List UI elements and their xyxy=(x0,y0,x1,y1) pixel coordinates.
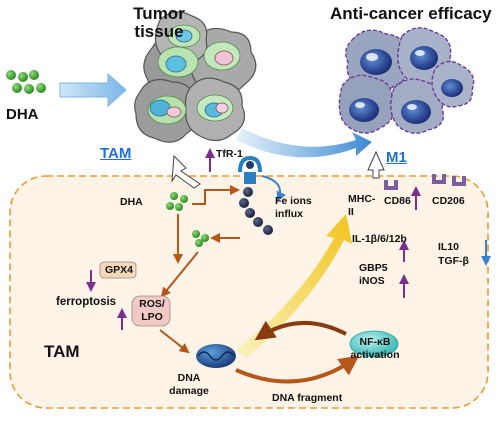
tam-top-label: TAM xyxy=(100,145,132,162)
fe-influx-arrow xyxy=(261,175,286,202)
m1-output-arrow xyxy=(367,150,385,179)
dha-intracellular-icon xyxy=(166,192,209,247)
dha-label: DHA xyxy=(6,106,39,123)
tumor-tissue-cells-icon xyxy=(134,11,257,143)
ros-lpo-label: ROS/LPO xyxy=(139,298,165,323)
ros-lpo-box xyxy=(131,295,171,327)
tumor-tissue-label: Tumor tissue xyxy=(133,4,185,41)
dha-to-tumor-arrow xyxy=(59,72,127,108)
dna-fragment-label: DNA fragment xyxy=(272,392,343,404)
cd86-receptor-icon xyxy=(384,174,446,190)
cd206-receptor-icon xyxy=(452,176,466,186)
tam-entry-arrow xyxy=(171,154,201,189)
gpx4-label: GPX4 xyxy=(105,264,134,276)
cd206-label: CD206 xyxy=(432,195,465,207)
nfkb-icon xyxy=(349,330,399,358)
ferroptosis-label: ferroptosis xyxy=(56,296,117,308)
il1b-label: IL-1β/6/12b xyxy=(352,233,407,245)
m1-label: M1 xyxy=(386,149,407,166)
fe-ions-icon xyxy=(239,187,273,235)
tam-bottom-label: TAM xyxy=(44,342,80,361)
dna-damage-icon xyxy=(196,344,236,368)
ros-to-dna-arrow xyxy=(159,329,190,354)
nfkb-to-dna-arrow xyxy=(254,320,347,341)
dna-to-nfkb-arrow xyxy=(235,355,360,384)
gpx4-box xyxy=(99,261,137,279)
tfr1-label: TfR-1 xyxy=(216,148,243,160)
dha-to-tfr1-arrow xyxy=(192,185,240,205)
tam-to-m1-repolarization-arrow xyxy=(236,128,372,158)
dha-molecule-cluster-icon xyxy=(6,70,46,94)
to-ros-arrow xyxy=(160,251,199,298)
cd86-label: CD86 xyxy=(384,195,411,207)
mhc-ii-label: MHC-II xyxy=(348,193,376,218)
dna-to-mhc-arrow xyxy=(236,214,352,358)
anti-cancer-efficacy-label: Anti-cancer efficacy xyxy=(330,4,492,23)
dha-inner-label: DHA xyxy=(120,196,143,208)
tfr1-receptor-icon xyxy=(238,155,262,184)
anti-cancer-cells-icon xyxy=(338,27,475,134)
